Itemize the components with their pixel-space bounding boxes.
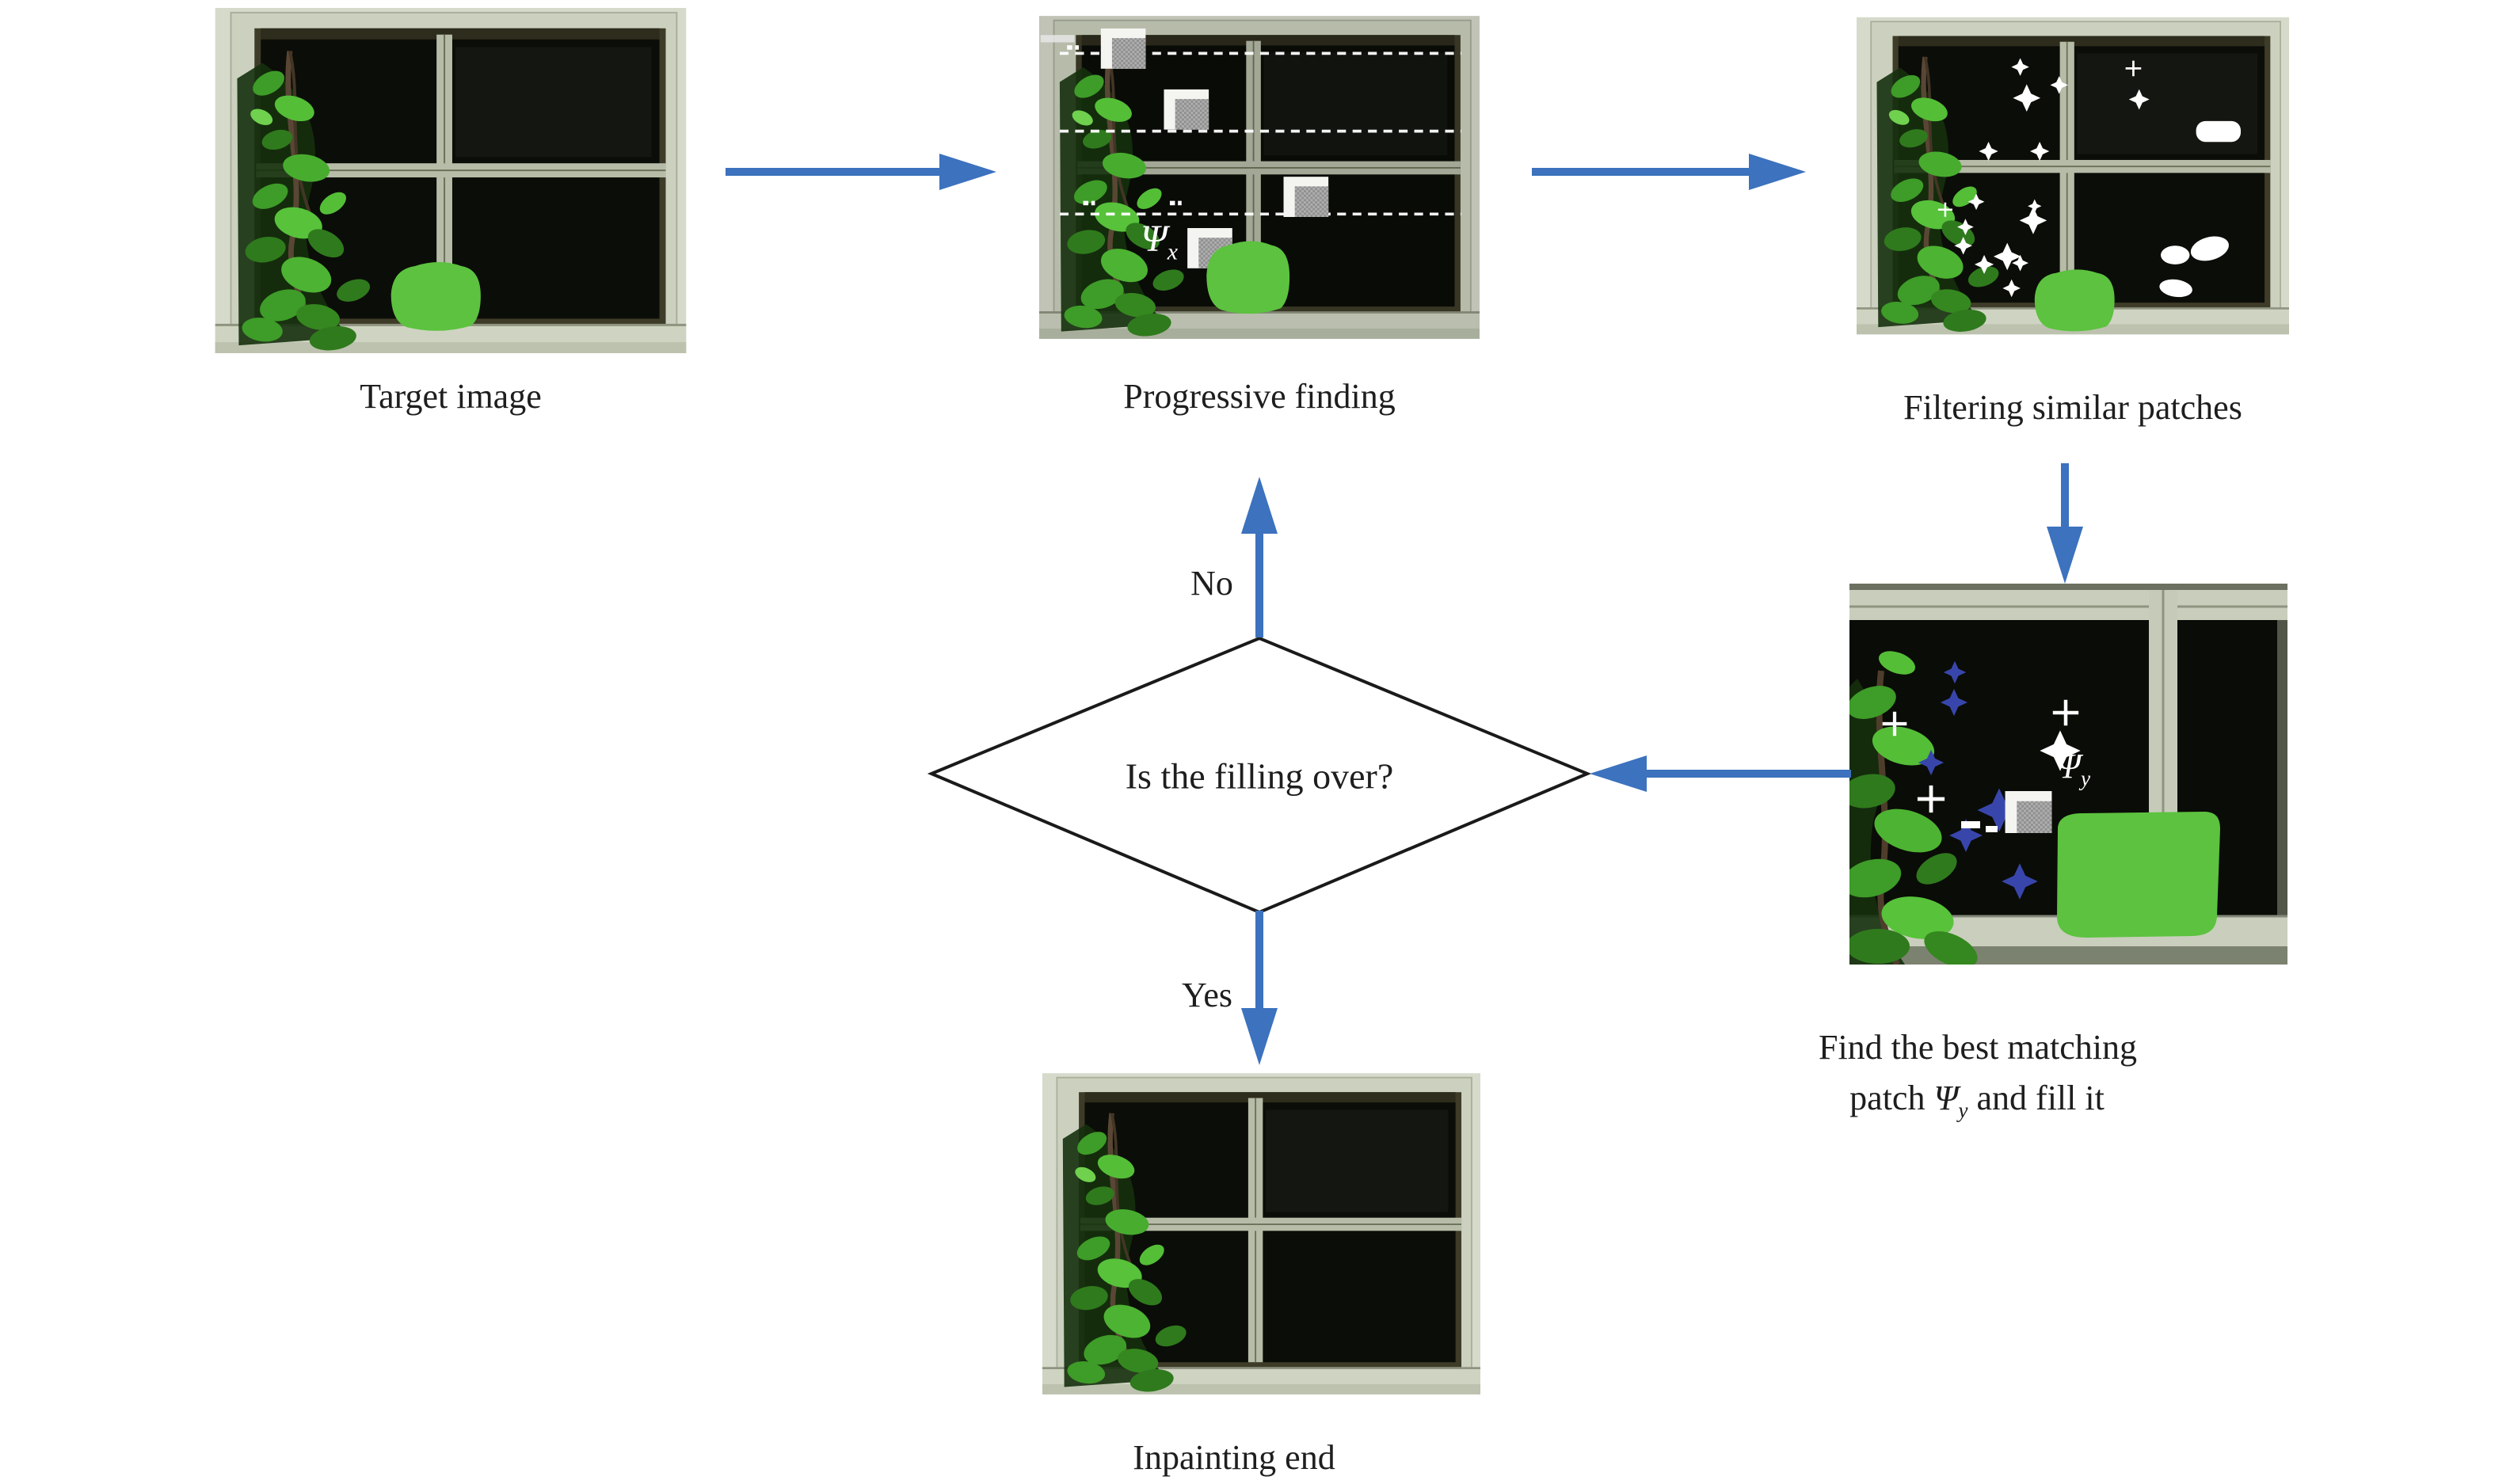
psi-symbol: Ψ	[1141, 218, 1168, 260]
mask-region	[2057, 812, 2220, 938]
patch-icon	[1283, 177, 1329, 218]
psi-subscript: y	[1958, 1098, 1968, 1122]
line2-prefix: patch	[1849, 1079, 1934, 1118]
psi-symbol: Ψ	[2056, 747, 2081, 786]
arrow-filtering-to-bestmatch	[2047, 463, 2083, 584]
psi-inline: Ψy	[1933, 1079, 1967, 1121]
target-image-photo	[214, 8, 688, 353]
arrow-target-to-progressive	[726, 154, 996, 190]
caption-best-match-line1: Find the best matching	[1818, 1027, 2138, 1067]
patch-label-psi-y: Ψy	[2056, 749, 2090, 790]
arrow-bestmatch-to-decision	[1590, 755, 1851, 792]
figure-best-match	[1849, 584, 2287, 965]
mask-region	[1206, 241, 1290, 314]
similarity-markers	[1937, 58, 2242, 298]
figure-inpainting-end	[1042, 1060, 1480, 1407]
patch-icon	[1164, 89, 1209, 130]
decision-question: Is the filling over?	[1125, 755, 1394, 797]
arrow-progressive-to-filtering	[1532, 154, 1806, 190]
caption-best-match-line2: patch Ψy and fill it	[1849, 1079, 2105, 1121]
figure-target-image	[214, 8, 688, 353]
caption-inpainting-end: Inpainting end	[1133, 1437, 1335, 1477]
patch-icon	[2005, 791, 2052, 833]
branch-label-yes: Yes	[1181, 975, 1233, 1014]
caption-target-image: Target image	[360, 376, 542, 416]
mask-region	[390, 262, 481, 331]
patch-label-psi-x: Ψx	[1141, 220, 1178, 264]
arrow-yes-to-end	[1241, 911, 1278, 1065]
frame-top-bar	[1849, 590, 2287, 620]
figure-progressive-finding	[1039, 5, 1480, 350]
psi-subscript: x	[1167, 238, 1178, 265]
mask-region	[2034, 269, 2115, 332]
best-match-photo	[1849, 584, 2287, 965]
match-markers-white	[1882, 699, 2081, 832]
sill-shadow	[1849, 946, 2287, 965]
branch-label-no: No	[1190, 563, 1233, 603]
inpainting-end-photo	[1042, 1071, 1480, 1407]
figure-filtering-patches	[1857, 5, 2289, 347]
psi-symbol: Ψ	[1933, 1079, 1959, 1118]
arrow-no-to-progressive	[1241, 477, 1278, 637]
frame-edge	[1849, 584, 2287, 590]
line2-suffix: and fill it	[1967, 1079, 2105, 1118]
progressive-finding-photo	[1039, 14, 1480, 350]
caption-filtering-patches: Filtering similar patches	[1903, 387, 2242, 427]
filtering-patches-photo	[1857, 16, 2289, 347]
frame-right-edge	[2277, 620, 2287, 916]
psi-subscript: y	[2080, 766, 2091, 790]
caption-progressive-finding: Progressive finding	[1123, 376, 1396, 416]
patch-icon	[1100, 28, 1146, 69]
